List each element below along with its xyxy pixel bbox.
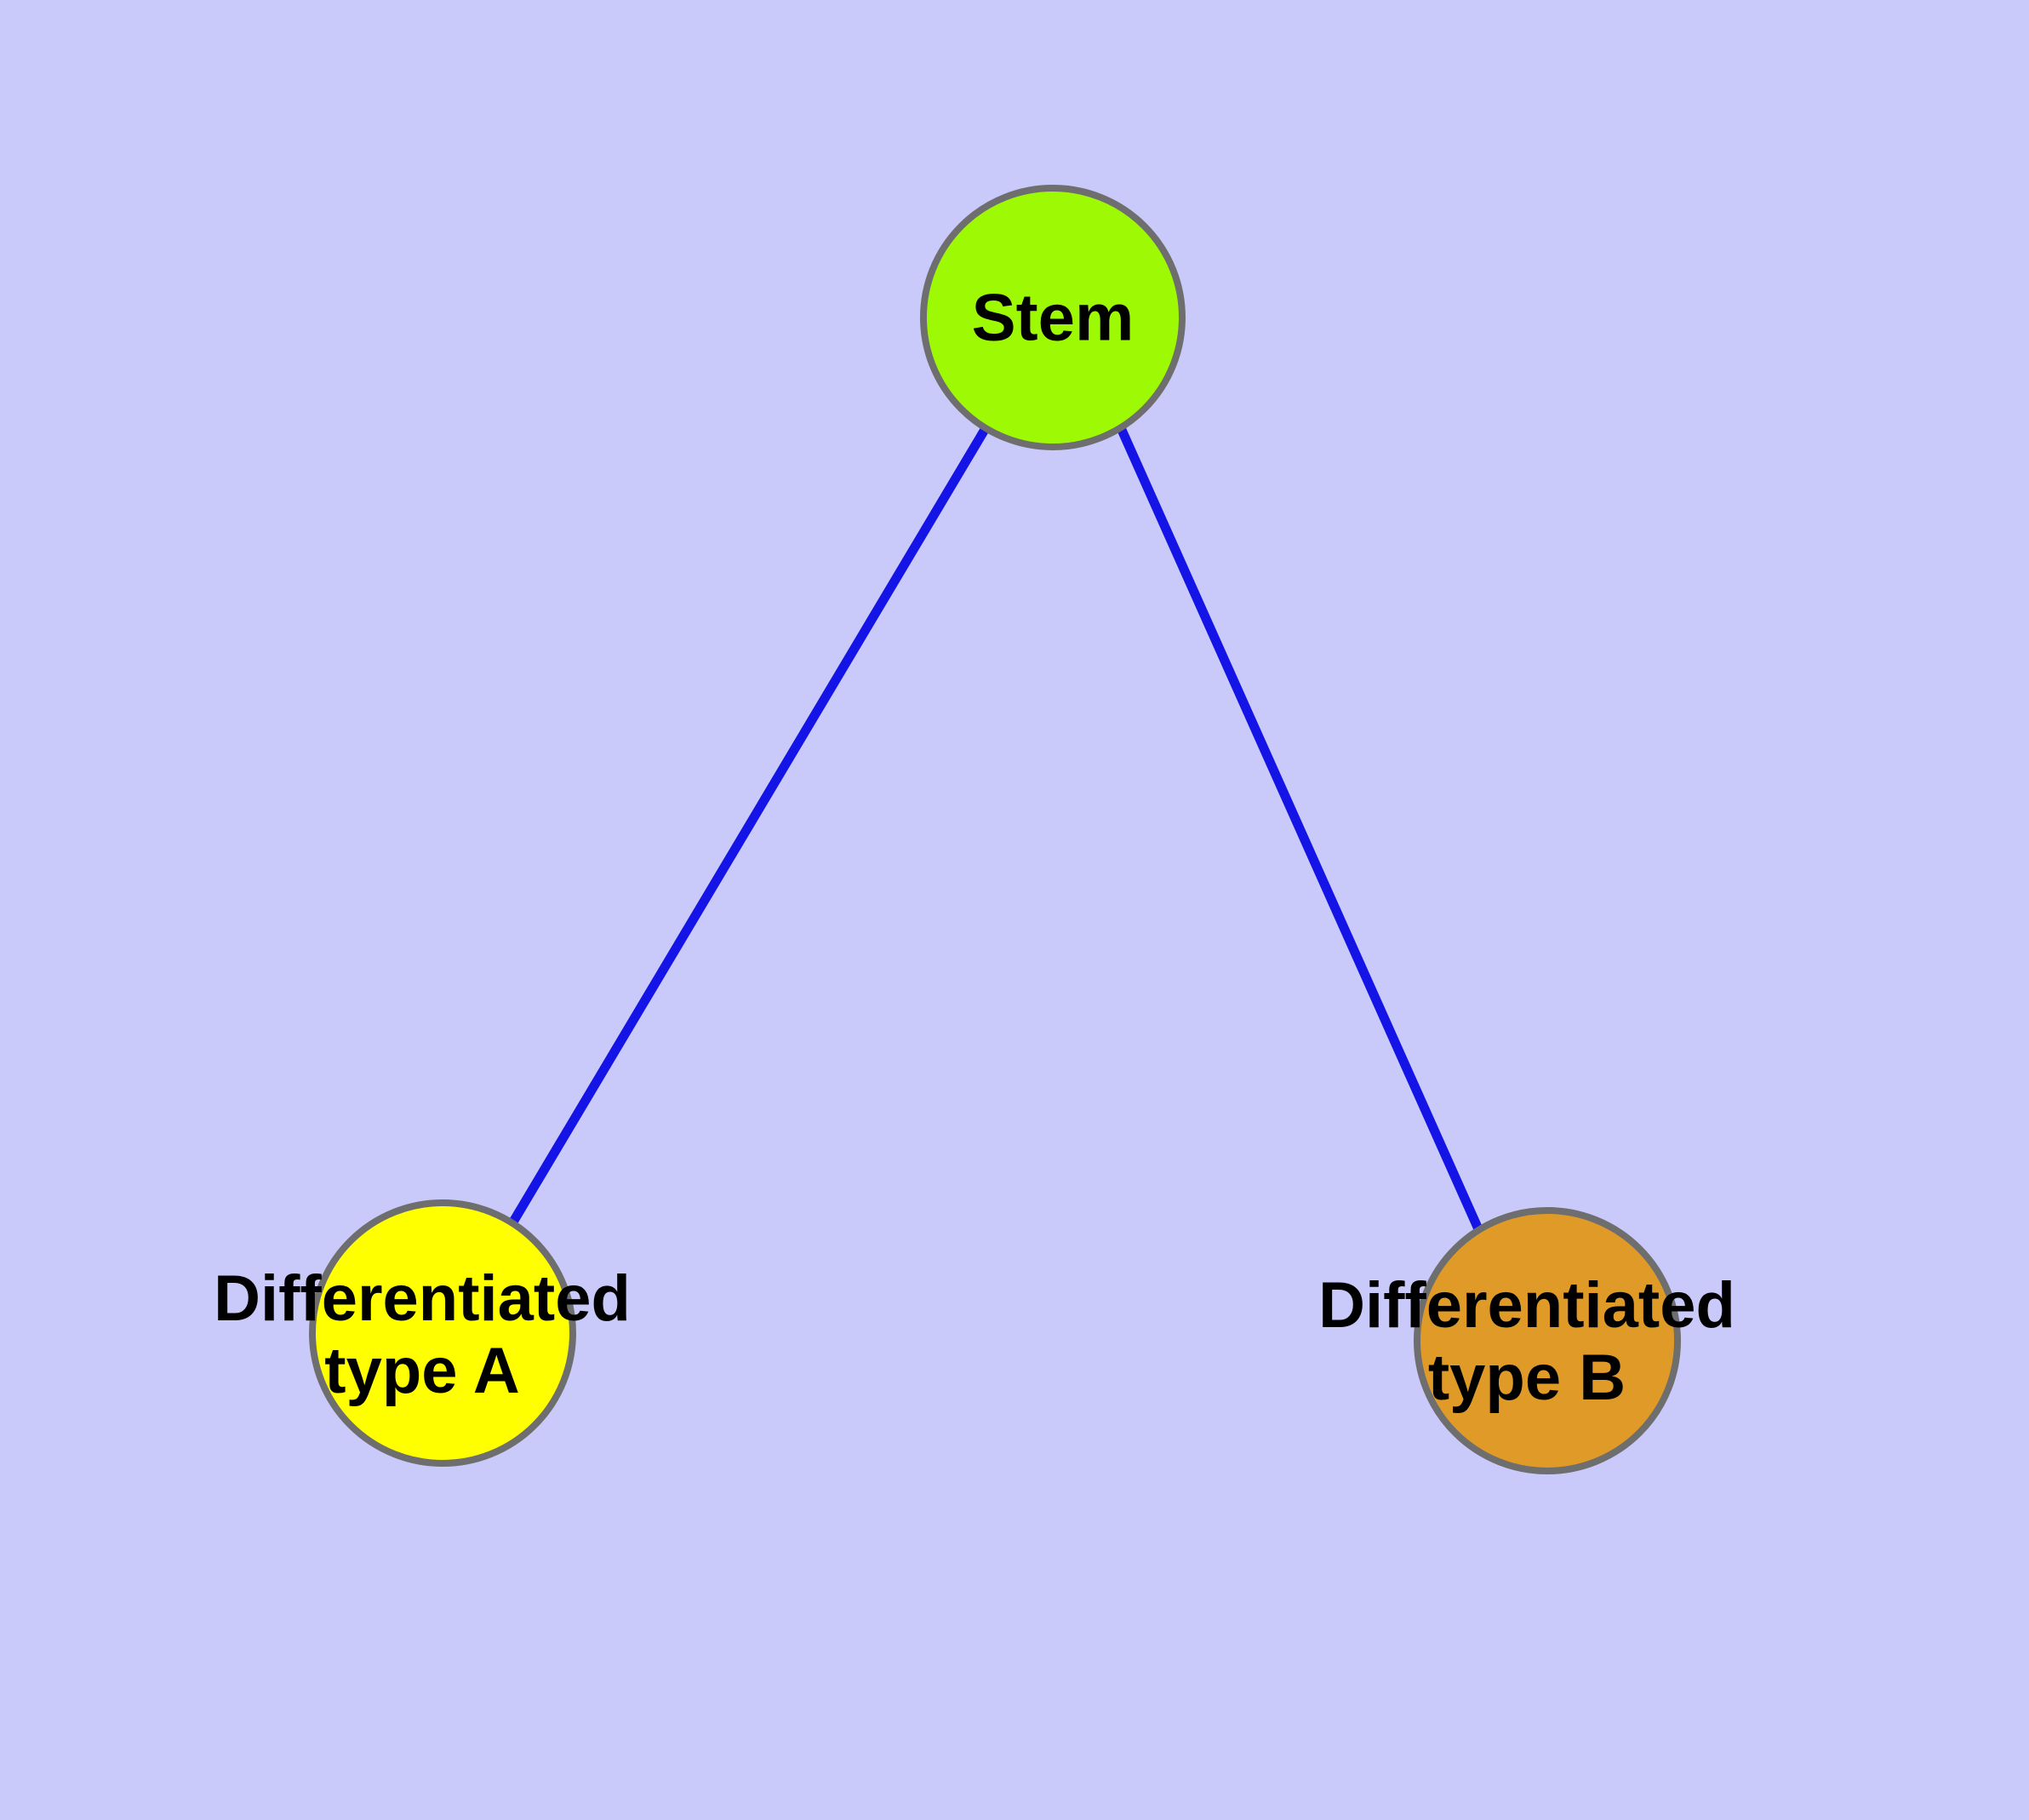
- nodes-group: [309, 185, 1681, 1474]
- edges-group: [508, 426, 1484, 1233]
- node-stem[interactable]: [920, 185, 1186, 450]
- edge-stem-to-type-b[interactable]: [1117, 427, 1484, 1233]
- node-differentiated-type-b[interactable]: [1414, 1207, 1681, 1474]
- node-differentiated-type-a[interactable]: [309, 1199, 576, 1467]
- edge-stem-to-type-a[interactable]: [508, 426, 990, 1226]
